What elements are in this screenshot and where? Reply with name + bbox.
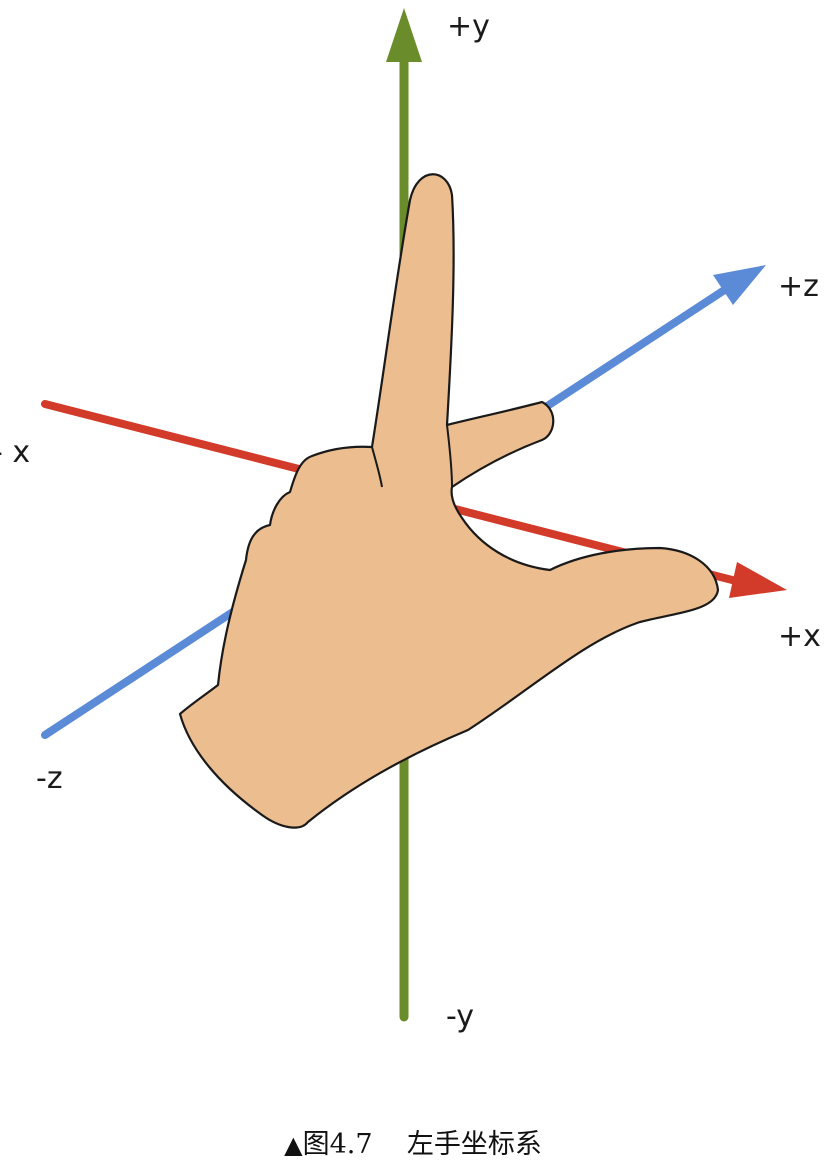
x-axis-arrowhead — [729, 562, 787, 598]
positive-y-label: +y — [447, 9, 490, 44]
left-hand-coordinate-diagram — [41, 8, 787, 1022]
figure-title: 左手坐标系 — [406, 1129, 542, 1160]
finger-crease — [371, 446, 383, 488]
positive-x-label: +x — [778, 619, 821, 654]
figure-number: 图4.7 — [302, 1129, 373, 1160]
finger-crease — [446, 424, 453, 488]
figure-caption: ▲图4.7 左手坐标系 — [0, 1122, 826, 1161]
left-hand-illustration — [178, 173, 720, 829]
y-axis-arrowhead — [386, 8, 422, 62]
negative-z-label: -z — [36, 761, 63, 796]
negative-y-label: -y — [446, 999, 475, 1034]
z-axis-arrowhead — [713, 265, 766, 305]
positive-z-label: +z — [778, 269, 819, 304]
triangle-marker-icon: ▲ — [284, 1131, 303, 1159]
negative-x-label: - x — [0, 435, 31, 470]
